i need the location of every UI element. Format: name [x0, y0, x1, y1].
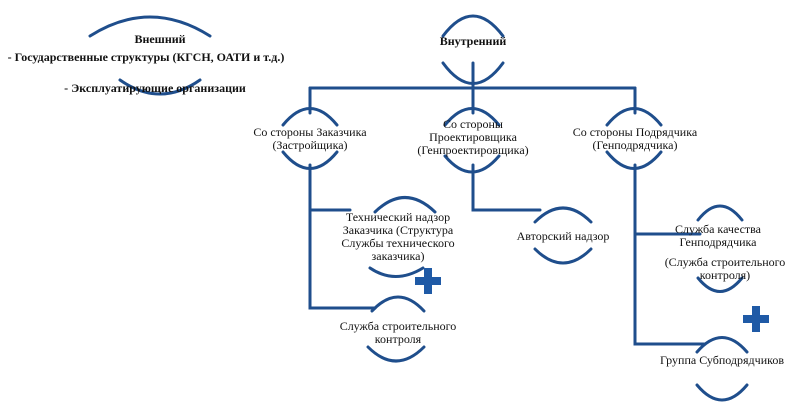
quality-service-subtitle: (Служба строительного контроля) — [664, 255, 786, 282]
sub-arc-bottom — [695, 383, 749, 402]
customer-node: Со стороны Заказчика (Застройщика) — [253, 125, 367, 152]
control-arc-top — [370, 295, 426, 313]
external-arc-bottom — [118, 78, 202, 96]
external-title: Внешний — [134, 32, 186, 46]
connector-contractor-down — [633, 163, 707, 346]
plus-icon — [415, 268, 441, 294]
designer-node: Со стороны Проектировщика (Генпроектиров… — [417, 117, 529, 157]
internal-title: Внутренний — [439, 34, 507, 48]
tech-arc-top — [373, 196, 437, 214]
tech-supervision-node: Технический надзор Заказчика (Структура … — [341, 210, 455, 263]
contractor-node: Со стороны Подрядчика (Генподрядчика) — [572, 125, 698, 152]
control-arc-bottom — [366, 345, 426, 363]
quality-service-node: Служба качества Генподрядчика — [675, 222, 761, 249]
connector-customer-down — [308, 163, 377, 310]
construction-control-node: Служба строительного контроля — [339, 319, 457, 346]
author-arc-bottom — [533, 247, 593, 265]
author-arc-top — [533, 206, 593, 224]
subcontractors-node: Группа Субподрядчиков — [660, 353, 784, 367]
external-arc-top — [88, 15, 212, 38]
connector-designer-author — [471, 163, 542, 212]
sub-arc-top — [695, 336, 749, 354]
internal-arc-top — [441, 14, 505, 38]
external-item-operators: - Эксплуатирующие организации — [64, 81, 246, 95]
quality-arc-top — [696, 204, 744, 222]
quality-arc-bottom — [696, 276, 744, 293]
author-supervision-node: Авторский надзор — [516, 229, 610, 243]
tech-arc-bottom — [368, 266, 425, 278]
external-item-government: - Государственные структуры (КГСН, ОАТИ … — [7, 50, 285, 64]
plus-icon — [743, 306, 769, 332]
